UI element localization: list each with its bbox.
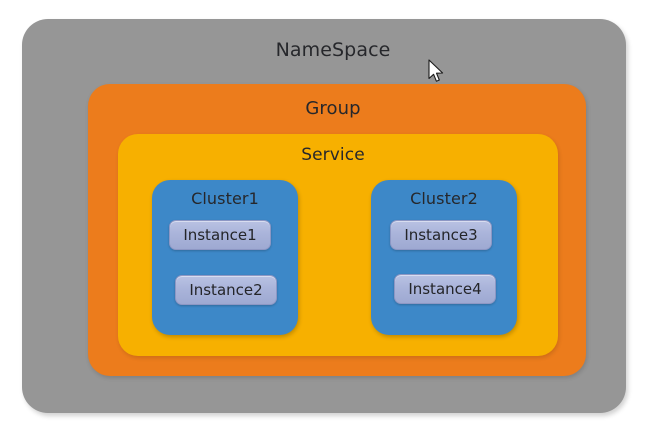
instance-label-2: Instance2 — [189, 280, 263, 299]
cluster-label-2: Cluster2 — [410, 189, 478, 208]
cluster-label-1: Cluster1 — [191, 189, 259, 208]
cluster-container-1[interactable]: Cluster1 — [152, 180, 298, 335]
instance-chip-2[interactable]: Instance2 — [175, 275, 277, 305]
instance-chip-3[interactable]: Instance3 — [390, 220, 492, 250]
instance-chip-4[interactable]: Instance4 — [394, 274, 496, 304]
instance-chip-1[interactable]: Instance1 — [169, 220, 271, 250]
instance-label-3: Instance3 — [404, 225, 478, 244]
service-label: Service — [301, 145, 365, 165]
instance-label-1: Instance1 — [183, 225, 257, 244]
instance-label-4: Instance4 — [408, 279, 482, 298]
group-label: Group — [305, 98, 361, 119]
cluster-container-2[interactable]: Cluster2 — [371, 180, 517, 335]
namespace-label: NameSpace — [275, 39, 391, 61]
